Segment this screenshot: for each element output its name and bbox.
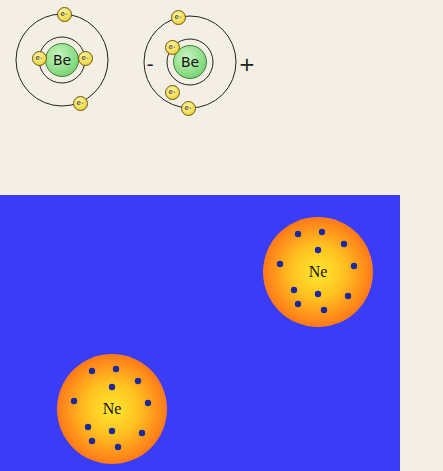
electron-dot	[291, 287, 297, 293]
electron-label: e-	[78, 51, 93, 66]
blue-panel	[0, 195, 400, 471]
electron-dot	[145, 400, 151, 406]
element-symbol: Ne	[103, 400, 122, 418]
electron-label: e-	[165, 85, 180, 100]
electron-dot	[295, 301, 301, 307]
element-symbol: Be	[53, 52, 71, 68]
electron-dot	[277, 261, 283, 267]
electron-label: e-	[171, 10, 186, 25]
electron-dot	[321, 307, 327, 313]
electron-dot	[319, 229, 325, 235]
electron-label: e-	[57, 7, 72, 22]
element-symbol: Ne	[309, 263, 328, 281]
electron-dot	[345, 293, 351, 299]
outer-orbit	[16, 14, 108, 106]
electron-dot	[315, 291, 321, 297]
neon-atom: Ne	[263, 217, 373, 327]
neon-atom: Ne	[57, 354, 167, 464]
charge-sign: -	[146, 52, 153, 76]
electron-label: e-	[32, 51, 47, 66]
electron-label: e-	[73, 96, 88, 111]
electron-dot	[295, 231, 301, 237]
electron-dot	[109, 428, 115, 434]
charge-sign: +	[239, 52, 256, 76]
electron-dot	[341, 241, 347, 247]
electron-dot	[85, 424, 91, 430]
electron-dot	[135, 378, 141, 384]
electron-dot	[113, 366, 119, 372]
element-symbol: Be	[181, 54, 199, 70]
electron-dot	[351, 263, 357, 269]
outer-orbit	[144, 16, 236, 108]
electron-dot	[89, 368, 95, 374]
electron-label: e-	[181, 101, 196, 116]
electron-dot	[71, 398, 77, 404]
electron-dot	[315, 247, 321, 253]
electron-dot	[139, 430, 145, 436]
electron-label: e-	[165, 40, 180, 55]
electron-dot	[89, 438, 95, 444]
electron-dot	[115, 444, 121, 450]
beryllium-nucleus: Be	[45, 43, 79, 77]
electron-dot	[109, 384, 115, 390]
